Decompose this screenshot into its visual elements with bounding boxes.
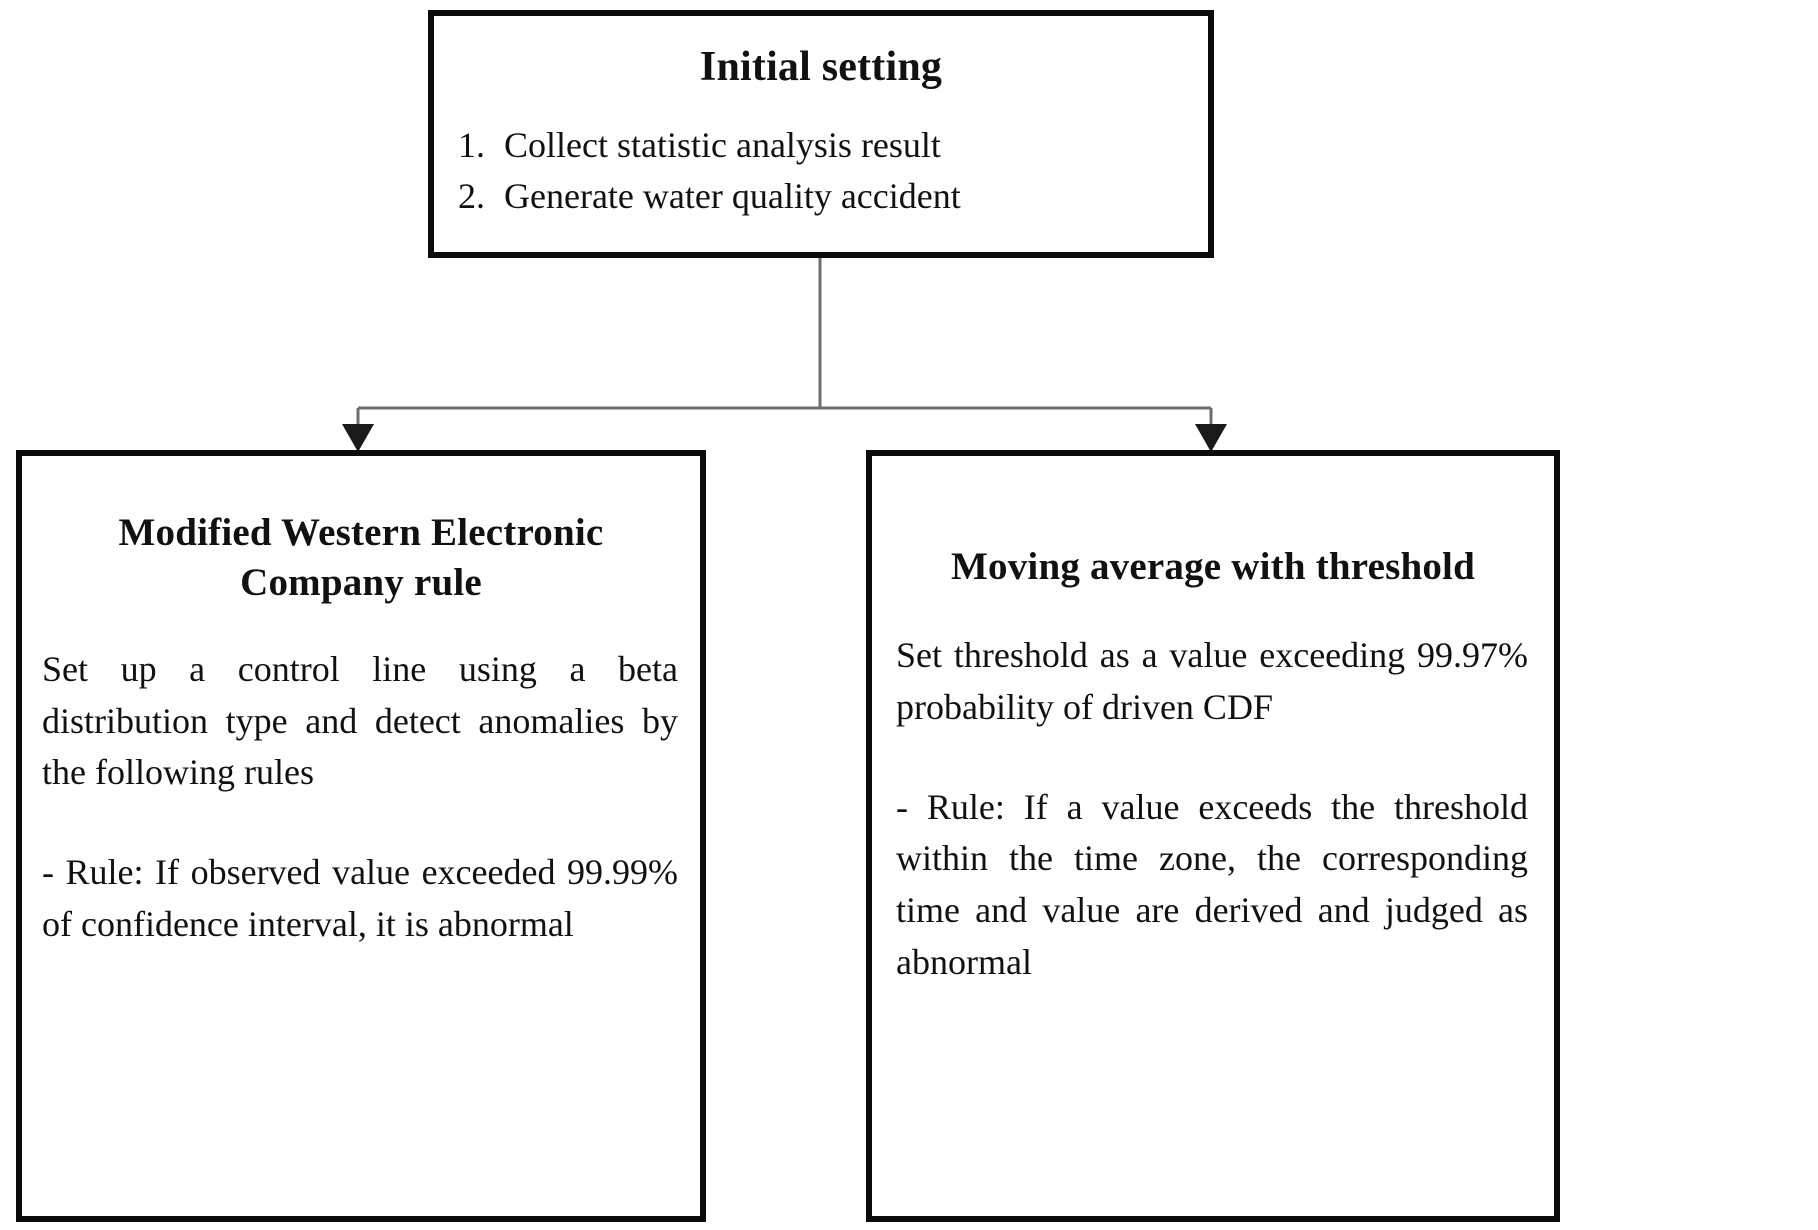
initial-setting-step-list: 1. Collect statistic analysis result 2. … [434,120,1208,222]
list-item: 1. Collect statistic analysis result [434,120,1208,171]
node-initial-setting: Initial setting 1. Collect statistic ana… [428,10,1214,258]
node-left-title: Modified Western Electronic Company rule [48,508,674,608]
list-item-label: Collect statistic analysis result [504,125,941,166]
node-moving-average-with-threshold: Moving average with threshold Set thresh… [866,450,1560,1222]
arrowhead-left-icon [342,424,374,452]
node-left-rule: - Rule: If observed value exceeded 99.99… [42,852,678,945]
node-initial-setting-title: Initial setting [699,44,943,90]
list-item: 2. Generate water quality accident [434,171,1208,222]
arrowhead-right-icon [1195,424,1227,452]
list-item-marker: 1. [458,125,485,166]
list-item-marker: 2. [458,176,485,217]
list-item-label: Generate water quality accident [504,176,961,217]
node-left-description: Set up a control line using a beta distr… [42,648,678,793]
node-modified-western-electronic-company-rule: Modified Western Electronic Company rule… [16,450,706,1222]
node-right-rule: - Rule: If a value exceeds the threshold… [896,786,1528,983]
node-right-description: Set threshold as a value exceeding 99.97… [896,634,1528,727]
node-left-title-line2: Company rule [240,560,482,604]
node-left-title-line1: Modified Western Electronic [118,511,604,554]
node-right-title: Moving average with threshold [951,545,1475,588]
node-left-body: Set up a control line using a beta distr… [42,644,678,951]
node-right-body: Set threshold as a value exceeding 99.97… [896,630,1528,989]
